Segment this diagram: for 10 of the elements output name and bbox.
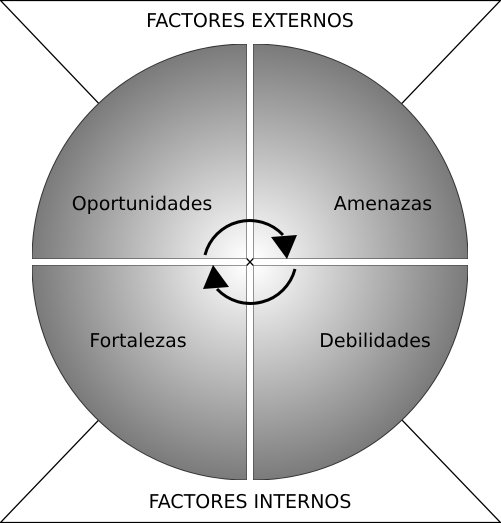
quadrant-label: Oportunidades: [72, 193, 212, 215]
quadrant-segment: [32, 265, 247, 480]
quadrant-segment: [253, 265, 468, 480]
quadrant-label: Fortalezas: [89, 330, 187, 352]
quadrant-label: Debilidades: [319, 330, 431, 352]
band-heading: FACTORES INTERNOS: [148, 491, 352, 513]
quadrant-segment: [253, 44, 468, 259]
band-heading: FACTORES EXTERNOS: [146, 10, 354, 32]
quadrant-segment: [32, 44, 247, 259]
quadrant-label: Amenazas: [334, 193, 432, 215]
